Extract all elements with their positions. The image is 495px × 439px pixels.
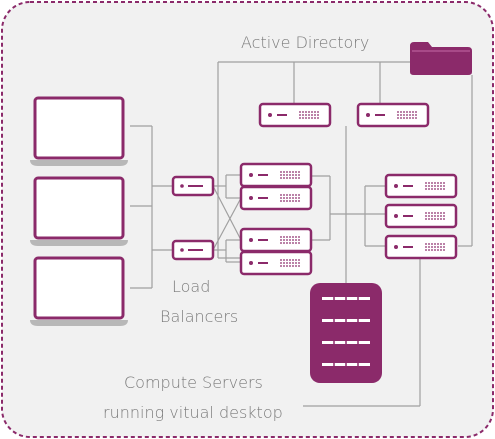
server-icon — [239, 162, 313, 188]
load-balancer-icon — [171, 239, 215, 261]
server-icon — [384, 173, 458, 199]
active-directory-label: Active Directory — [241, 33, 369, 52]
load-balancers-label-line1: Load — [172, 277, 210, 296]
laptop-icon — [28, 176, 130, 248]
load-balancers-label-line2: Balancers — [160, 307, 238, 326]
server-icon — [384, 234, 458, 260]
server-icon — [356, 102, 430, 128]
connection-lines — [130, 61, 473, 407]
laptop-icon — [28, 96, 130, 168]
server-icon — [239, 227, 313, 253]
server-icon — [239, 250, 313, 276]
laptop-icon — [28, 256, 130, 328]
storage-icon — [310, 283, 382, 383]
compute-servers-label-line2: running vitual desktop — [103, 403, 283, 422]
folder-icon — [410, 42, 472, 75]
server-icon — [384, 203, 458, 229]
compute-servers-label-line1: Compute Servers — [124, 373, 263, 392]
server-icon — [258, 102, 332, 128]
load-balancer-icon — [171, 175, 215, 197]
server-icon — [239, 185, 313, 211]
